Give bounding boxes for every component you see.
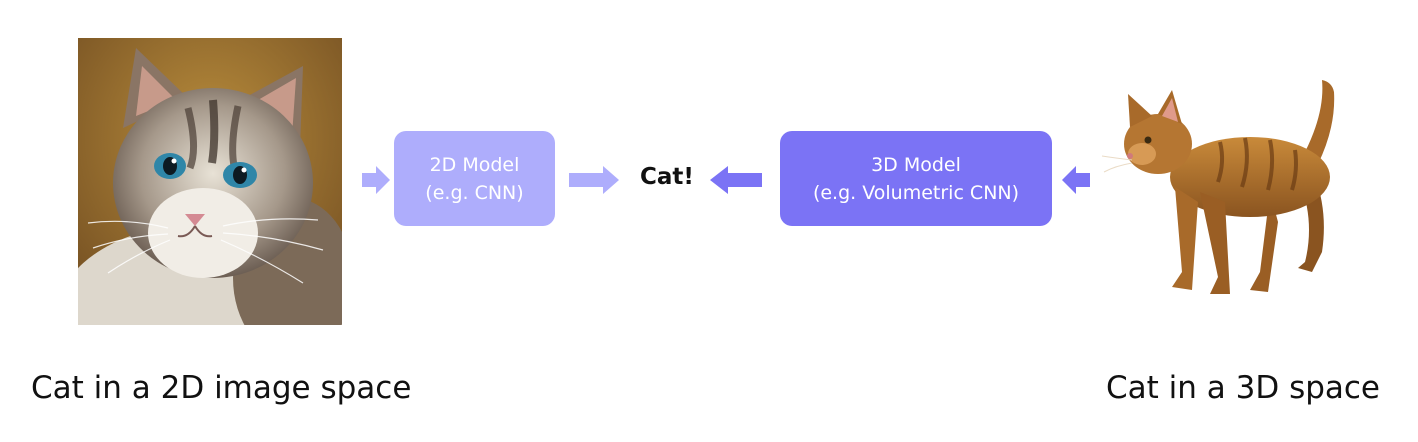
arrow-into-2d-model xyxy=(362,166,390,194)
cat-photo-2d xyxy=(78,38,342,325)
arrow-3d-model-to-result xyxy=(710,166,762,194)
caption-3d-space: Cat in a 3D space xyxy=(1106,370,1381,406)
result-label: Cat! xyxy=(640,164,694,190)
model-3d-title: 3D Model xyxy=(871,153,961,176)
model-2d-title: 2D Model xyxy=(429,153,520,176)
cat-model-3d xyxy=(1100,72,1370,312)
model-2d-box: 2D Model (e.g. CNN) xyxy=(394,131,555,226)
model-3d-subtitle: (e.g. Volumetric CNN) xyxy=(812,181,1020,204)
model-3d-box: 3D Model (e.g. Volumetric CNN) xyxy=(780,131,1052,226)
arrow-2d-model-to-result xyxy=(569,166,619,194)
model-2d-subtitle: (e.g. CNN) xyxy=(425,181,524,204)
arrow-into-3d-model xyxy=(1062,166,1090,194)
caption-2d-image-space: Cat in a 2D image space xyxy=(31,370,412,406)
